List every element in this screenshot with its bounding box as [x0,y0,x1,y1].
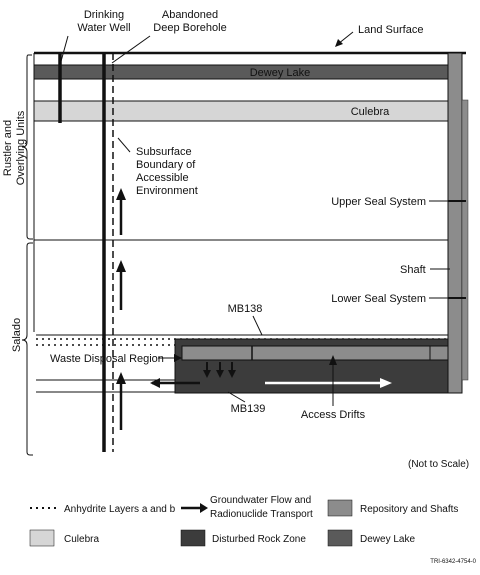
not-to-scale-label: (Not to Scale) [408,459,469,470]
salado-label: Salado [11,318,23,352]
waste-disposal-label: Waste Disposal Region [50,353,164,365]
legend-dewey-label: Dewey Lake [360,534,415,545]
boundary-label-4: Environment [136,185,198,197]
land-surface-arrowhead [335,39,343,47]
legend-disturbed-label: Disturbed Rock Zone [212,534,306,545]
legend-culebra-swatch [29,529,55,547]
legend: Anhydrite Layers a and b Groundwater Flo… [29,495,458,547]
borehole-label-1: Abandoned [162,9,218,21]
legend-repository-swatch [327,499,353,517]
waste-disposal-arrowhead [174,354,182,362]
boundary-label-2: Boundary of [136,159,196,171]
repository-room-upper [181,345,431,361]
access-drifts-arrowhead [329,355,337,365]
drinking-well-label-1: Drinking [84,9,124,21]
flow-arrows-dz [150,362,392,388]
legend-groundwater-label-2: Radionuclide Transport [210,509,313,520]
boundary-label-3: Accessible [136,172,189,184]
drinking-well-leader [59,35,69,66]
legend-disturbed-swatch [180,529,206,547]
borehole-leader [111,35,151,64]
rustler-bracket [21,54,33,240]
drinking-well-label-2: Water Well [77,22,130,34]
legend-groundwater-label-1: Groundwater Flow and [210,495,311,506]
legend-culebra-label: Culebra [64,534,99,545]
repository-shaft-link [429,345,449,361]
legend-groundwater-swatch [181,503,208,513]
shaft-edge [461,99,469,381]
mb139-label: MB139 [231,403,266,415]
shaft-label: Shaft [400,264,426,276]
shaft [447,52,463,394]
rustler-label-line2: Overlying Units [15,110,27,185]
figure-id: TRI-6342-4754-0 [430,559,476,565]
land-surface-label: Land Surface [358,24,423,36]
boundary-leader [117,137,131,153]
rustler-label-line1: Rustler and [2,120,14,176]
legend-anhydrite-label: Anhydrite Layers a and b [64,504,176,515]
legend-repository-label: Repository and Shafts [360,504,458,515]
boundary-label-1: Subsurface [136,146,192,158]
culebra-label: Culebra [351,106,390,118]
dewey-lake-layer [33,64,449,80]
lower-seal-label: Lower Seal System [331,293,426,305]
mb138-label: MB138 [228,303,263,315]
dewey-lake-label: Dewey Lake [250,67,311,79]
borehole-label-2: Deep Borehole [153,22,226,34]
legend-dewey-swatch [327,529,353,547]
access-drifts-label: Access Drifts [301,409,366,421]
flow-arrows-borehole [116,188,126,430]
mb139-leader [227,391,246,403]
salado-bracket [21,242,33,456]
mb138-leader [252,315,263,336]
upper-seal-label: Upper Seal System [331,196,426,208]
